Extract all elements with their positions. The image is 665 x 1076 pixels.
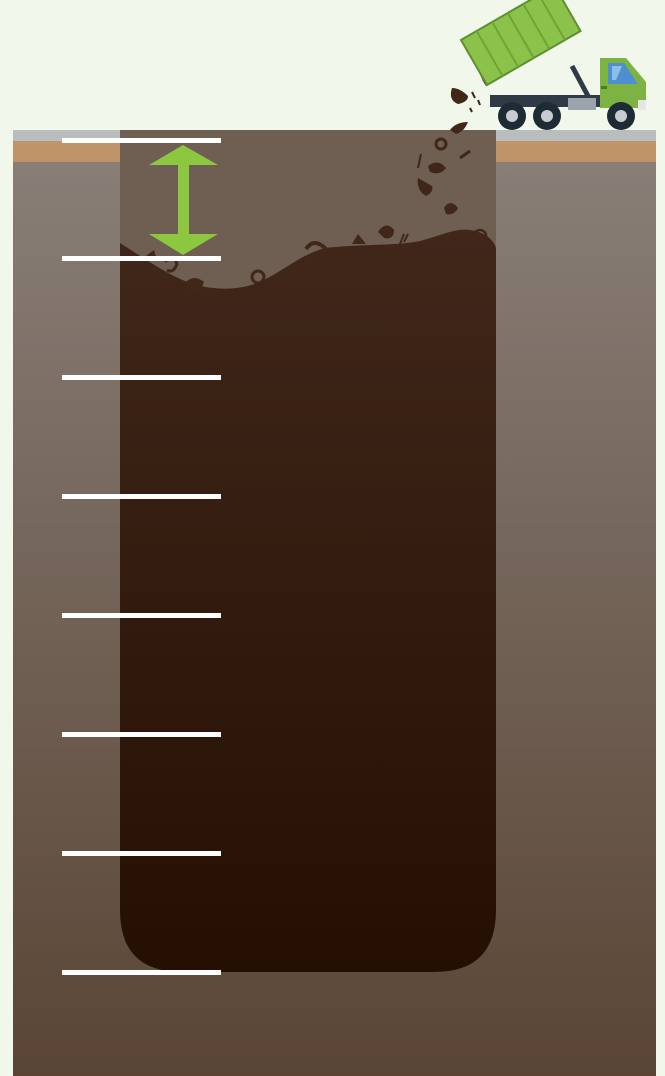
depth-marker [62,970,221,975]
topsoil-layer-right [496,141,656,162]
depth-marker [62,375,221,380]
dump-truck-icon [459,0,646,130]
waste-fill [120,229,496,972]
topsoil-layer-left [13,141,120,162]
road-surface-right [496,130,656,141]
depth-marker [62,494,221,499]
depth-marker [62,613,221,618]
depth-marker [62,256,221,261]
double-headed-arrow-icon [149,145,218,255]
depth-marker [62,732,221,737]
waste-surface-debris-icon [146,225,488,290]
depth-marker [62,138,221,143]
depth-marker [62,851,221,856]
road-surface-left [13,130,120,141]
depth-marker-scale [62,138,221,975]
falling-debris-icon [417,88,481,215]
